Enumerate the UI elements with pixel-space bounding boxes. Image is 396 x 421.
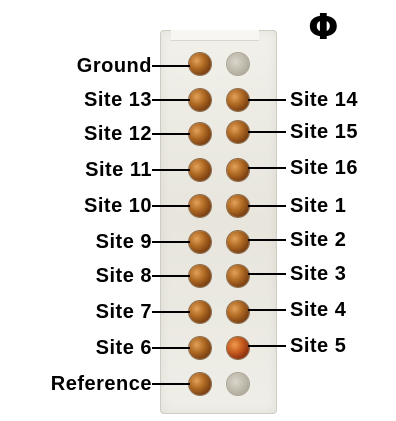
leader-line-right-7 (248, 273, 286, 275)
label-site-1: Site 1 (290, 195, 347, 217)
leader-line-right-2 (248, 99, 286, 101)
pin-right-5 (227, 195, 249, 217)
label-site-14: Site 14 (290, 89, 358, 111)
label-site-15: Site 15 (290, 121, 358, 143)
label-ground: Ground (76, 55, 152, 77)
label-reference: Reference (50, 373, 152, 395)
leader-line-left-4 (152, 169, 190, 171)
label-site-2: Site 2 (290, 229, 347, 251)
label-site-11: Site 11 (85, 159, 152, 181)
pin-right-empty-bottom (227, 373, 249, 395)
leader-line-right-9 (248, 345, 286, 347)
label-site-7: Site 7 (95, 301, 152, 323)
pin-left-9 (189, 337, 211, 359)
pin-left-4 (189, 159, 211, 181)
pin-left-5 (189, 195, 211, 217)
pin-right-4 (227, 159, 249, 181)
leader-line-right-5 (248, 205, 286, 207)
pin-right-8 (227, 301, 249, 323)
label-site-6: Site 6 (95, 337, 152, 359)
label-site-9: Site 9 (95, 231, 152, 253)
pin-right-2 (227, 89, 249, 111)
pin-left-8 (189, 301, 211, 323)
pin-left-3 (189, 123, 211, 145)
leader-line-right-3 (248, 131, 286, 133)
pin-left-10 (189, 373, 211, 395)
leader-line-left-9 (152, 347, 190, 349)
pin-right-3 (227, 121, 249, 143)
pin-right-7 (227, 265, 249, 287)
leader-line-left-5 (152, 205, 190, 207)
label-site-3: Site 3 (290, 263, 347, 285)
label-site-13: Site 13 (84, 89, 152, 111)
leader-line-left-6 (152, 241, 190, 243)
label-site-12: Site 12 (84, 123, 152, 145)
pin-right-empty-top (227, 53, 249, 75)
keying-mark-icon: Φ (308, 7, 339, 48)
leader-line-left-8 (152, 311, 190, 313)
leader-line-left-7 (152, 275, 190, 277)
pin-left-6 (189, 231, 211, 253)
leader-line-left-10 (152, 383, 190, 385)
label-site-4: Site 4 (290, 299, 347, 321)
leader-line-left-3 (152, 133, 190, 135)
label-site-8: Site 8 (95, 265, 152, 287)
connector-body (160, 30, 277, 414)
leader-line-right-8 (248, 309, 286, 311)
pin-right-9 (227, 337, 249, 359)
leader-line-left-1 (152, 65, 190, 67)
leader-line-left-2 (152, 99, 190, 101)
leader-line-right-4 (248, 167, 286, 169)
label-site-5: Site 5 (290, 335, 347, 357)
pin-left-1 (189, 53, 211, 75)
label-site-16: Site 16 (290, 157, 358, 179)
pin-left-2 (189, 89, 211, 111)
label-site-10: Site 10 (84, 195, 152, 217)
connector-notch (171, 30, 259, 41)
pin-right-6 (227, 231, 249, 253)
leader-line-right-6 (248, 239, 286, 241)
pin-left-7 (189, 265, 211, 287)
